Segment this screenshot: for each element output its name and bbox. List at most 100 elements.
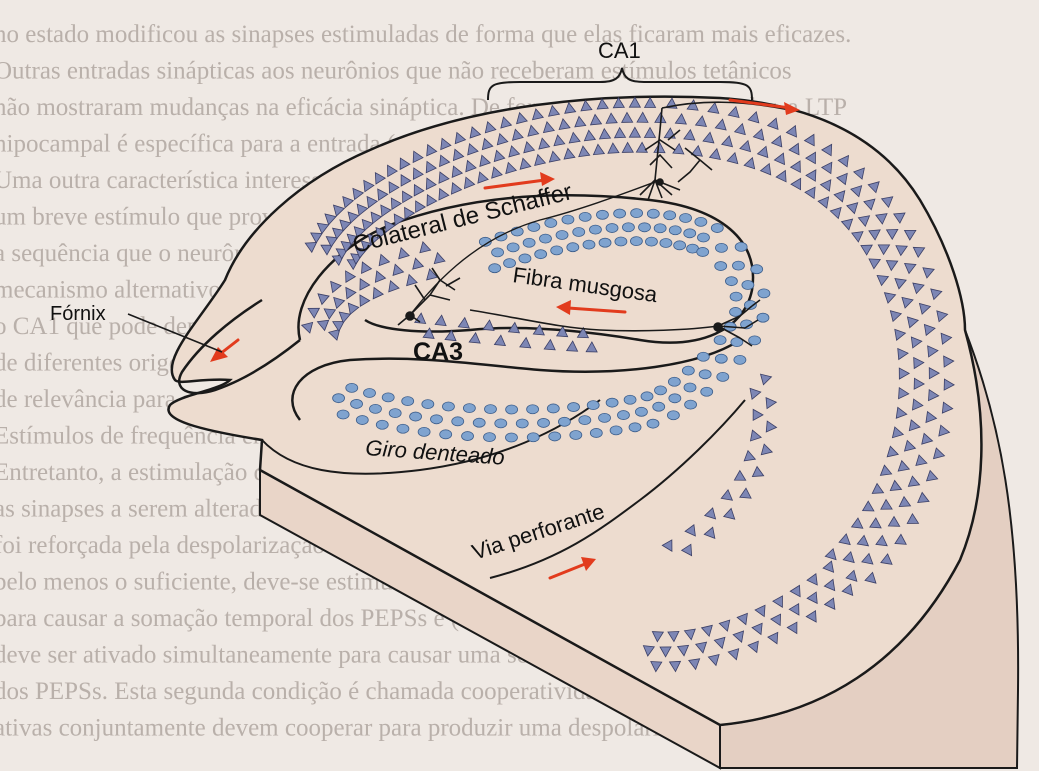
granule-cell <box>516 419 528 428</box>
granule-cell <box>568 403 580 412</box>
granule-cell <box>587 401 599 410</box>
granule-cell <box>682 366 694 375</box>
granule-cell <box>730 307 742 316</box>
granule-cell <box>589 225 601 234</box>
granule-cell <box>579 212 591 221</box>
granule-cell <box>614 209 626 218</box>
granule-cell <box>364 388 376 397</box>
granule-cell <box>758 289 770 298</box>
granule-cell <box>660 239 672 248</box>
granule-cell <box>714 336 726 345</box>
granule-cell <box>622 223 634 232</box>
granule-cell <box>715 354 727 363</box>
granule-cell <box>667 411 679 420</box>
granule-cell <box>610 426 622 435</box>
granule-cell <box>654 224 666 233</box>
granule-cell <box>599 238 611 247</box>
granule-cell <box>635 407 647 416</box>
granule-cell <box>630 237 642 246</box>
granule-cell <box>505 433 517 442</box>
granule-cell <box>539 234 551 243</box>
granule-cell <box>473 418 485 427</box>
label-ca3: CA3 <box>413 338 463 366</box>
granule-cell <box>629 423 641 432</box>
granule-cell <box>556 230 568 239</box>
ca1-bracket <box>488 68 752 100</box>
granule-cell <box>680 213 692 222</box>
granule-cell <box>697 233 709 242</box>
granule-cell <box>653 402 665 411</box>
granule-cell <box>376 420 388 429</box>
granule-cell <box>333 394 345 403</box>
granule-cell <box>442 402 454 411</box>
granule-cell <box>615 237 627 246</box>
granule-cell <box>549 432 561 441</box>
granule-cell <box>484 433 496 442</box>
granule-cell <box>418 427 430 436</box>
granule-cell <box>695 217 707 226</box>
granule-cell <box>749 336 761 345</box>
granule-cell <box>570 430 582 439</box>
granule-cell <box>596 210 608 219</box>
granule-cell <box>699 370 711 379</box>
granule-cell <box>757 313 769 322</box>
granule-cell <box>422 400 434 409</box>
granule-cell <box>545 219 557 228</box>
granule-cell <box>647 209 659 218</box>
granule-cell <box>684 383 696 392</box>
granule-cell <box>717 372 729 381</box>
granule-cell <box>547 404 559 413</box>
granule-cell <box>462 432 474 441</box>
granule-cell <box>684 229 696 238</box>
granule-cell <box>645 237 657 246</box>
granule-cell <box>639 223 651 232</box>
granule-cell <box>579 416 591 425</box>
granule-cell <box>562 215 574 224</box>
granule-cell <box>655 386 667 395</box>
granule-cell <box>697 247 709 256</box>
granule-cell <box>742 281 754 290</box>
granule-cell <box>647 419 659 428</box>
label-fornix: Fórnix <box>50 303 106 325</box>
granule-cell <box>641 392 653 401</box>
granule-cell <box>711 224 723 233</box>
granule-cell <box>606 398 618 407</box>
granule-cell <box>606 224 618 233</box>
granule-cell <box>730 292 742 301</box>
granule-cell <box>567 243 579 252</box>
granule-cell <box>495 419 507 428</box>
granule-cell <box>732 261 744 270</box>
granule-cell <box>668 377 680 386</box>
granule-cell <box>599 413 611 422</box>
granule-cell <box>452 417 464 426</box>
granule-cell <box>617 411 629 420</box>
granule-cell <box>701 387 713 396</box>
granule-cell <box>725 277 737 286</box>
granule-cell <box>631 209 643 218</box>
granule-cell <box>351 399 363 408</box>
granule-cell <box>558 417 570 426</box>
granule-cell <box>523 238 535 247</box>
granule-cell <box>590 428 602 437</box>
granule-cell <box>734 355 746 364</box>
granule-cell <box>551 246 563 255</box>
granule-cell <box>492 248 504 257</box>
granule-cell <box>402 397 414 406</box>
granule-cell <box>583 240 595 249</box>
granule-cell <box>527 433 539 442</box>
granule-cell <box>527 405 539 414</box>
granule-cell <box>669 226 681 235</box>
granule-cell <box>715 243 727 252</box>
granule-cell <box>507 243 519 252</box>
granule-cell <box>346 383 358 392</box>
granule-cell <box>506 405 518 414</box>
granule-cell <box>538 418 550 427</box>
granule-cell <box>382 393 394 402</box>
granule-cell <box>535 250 547 259</box>
granule-cell <box>697 352 709 361</box>
granule-cell <box>410 412 422 421</box>
granule-cell <box>484 405 496 414</box>
granule-cell <box>674 241 686 250</box>
